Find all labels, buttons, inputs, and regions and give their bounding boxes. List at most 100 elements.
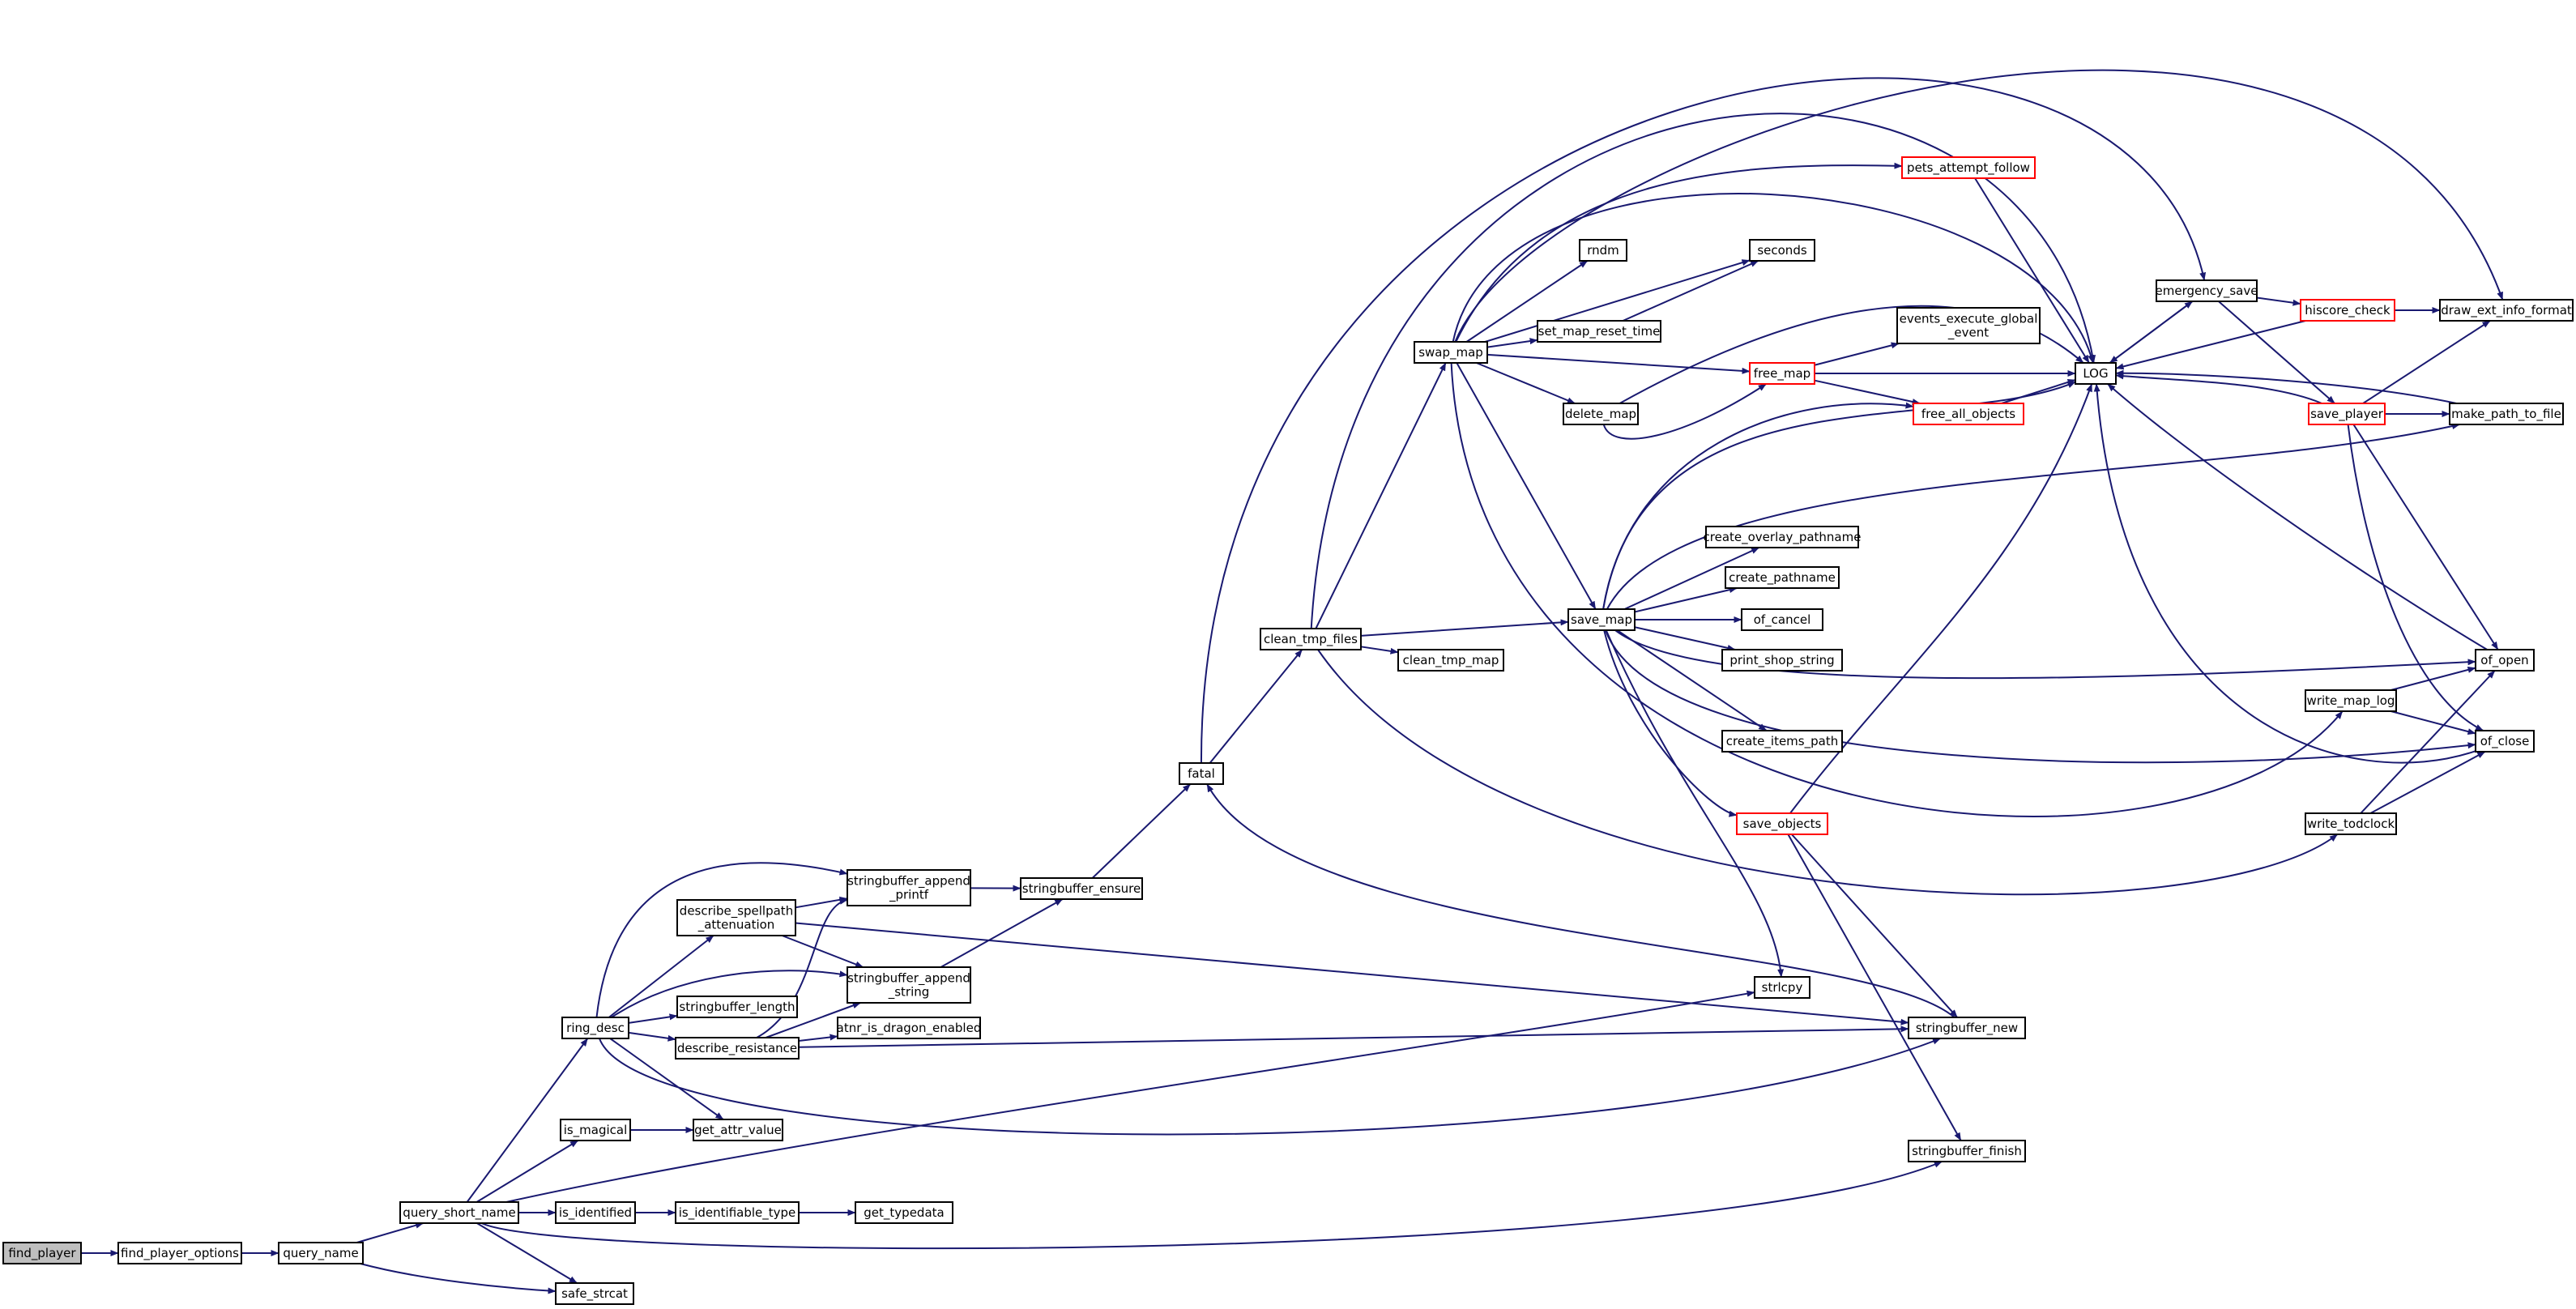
node-draw-ext-info-format[interactable]: draw_ext_info_format (2439, 299, 2574, 322)
node-save-map[interactable]: save_map (1567, 608, 1636, 631)
node-box (2439, 299, 2574, 322)
call-edge (2115, 369, 2457, 404)
node-clean-tmp-map[interactable]: clean_tmp_map (1397, 649, 1504, 672)
node-swap-map[interactable]: swap_map (1414, 341, 1488, 364)
node-box (2300, 299, 2395, 322)
node-label: stringbuffer_new (1916, 1021, 2018, 1036)
node-write-map-log[interactable]: write_map_log (2305, 689, 2397, 712)
node-make-path-to-file[interactable]: make_path_to_file (2449, 403, 2564, 425)
node-label: draw_ext_info_format (2441, 303, 2572, 318)
call-edge (1604, 629, 2476, 764)
call-edge (608, 935, 714, 1018)
node-box (1721, 649, 1843, 672)
node-is-identifiable-type[interactable]: is_identifiable_type (675, 1201, 800, 1224)
call-edge (2115, 320, 2306, 370)
node-pets-attempt-follow[interactable]: pets_attempt_follow (1901, 156, 2036, 179)
call-edge (611, 970, 848, 1018)
node-describe-resistance[interactable]: describe_resistance (675, 1037, 800, 1060)
node-label: rndm (1587, 243, 1619, 258)
node-label: create_pathname (1729, 570, 1836, 586)
node-box (2156, 279, 2258, 302)
node-box (1020, 877, 1143, 900)
call-edge (2362, 320, 2491, 404)
call-edge (1624, 547, 1760, 610)
node-box (1725, 566, 1840, 589)
node-print-shop-string[interactable]: print_shop_string (1721, 649, 1843, 672)
node-box (1736, 812, 1828, 835)
node-label: of_cancel (1754, 612, 1811, 628)
node-of-close[interactable]: of_close (2475, 730, 2535, 753)
call-edge (1602, 381, 2076, 610)
call-edge (1616, 629, 1768, 731)
call-edge (2109, 301, 2194, 364)
node-write-todclock[interactable]: write_todclock (2305, 812, 2397, 835)
node-stringbuffer-append-string[interactable]: stringbuffer_append_string (847, 966, 971, 1004)
node-is-magical[interactable]: is_magical (560, 1119, 631, 1141)
node-seconds[interactable]: seconds (1749, 239, 1815, 262)
node-set-map-reset-time[interactable]: set_map_reset_time (1537, 320, 1661, 343)
node-fatal[interactable]: fatal (1179, 762, 1224, 785)
node-label: query_short_name (403, 1205, 515, 1221)
call-edge (599, 1038, 1941, 1136)
node-layer: find_player find_player_options query_name… (2, 156, 2574, 1305)
call-edge (2352, 424, 2499, 650)
call-edge (1486, 353, 1751, 374)
node-label: save_objects (1743, 817, 1822, 832)
node-save-player[interactable]: save_player (2308, 403, 2386, 425)
call-edge (798, 1025, 1909, 1048)
call-edge (628, 1013, 678, 1024)
node-label: emergency_save (2156, 284, 2258, 299)
node-safe-strcat[interactable]: safe_strcat (555, 1282, 634, 1305)
node-events-execute-global-event[interactable]: events_execute_global_event (1896, 307, 2041, 344)
call-edge (1486, 338, 1538, 348)
call-edge (2115, 373, 2322, 404)
call-edge (1454, 69, 2504, 343)
node-box (399, 1201, 519, 1224)
node-find-player-options[interactable]: find_player_options (117, 1242, 242, 1264)
node-rndm[interactable]: rndm (1579, 239, 1627, 262)
node-stringbuffer-finish[interactable]: stringbuffer_finish (1908, 1140, 2026, 1162)
node-find-player[interactable]: find_player (2, 1242, 82, 1264)
edge-layer (81, 69, 2504, 1294)
node-describe-spellpath-attenuation[interactable]: describe_spellpath_attenuation (676, 899, 796, 936)
node-is-identified[interactable]: is_identified (555, 1201, 636, 1224)
node-stringbuffer-append-printf[interactable]: stringbuffer_append_printf (847, 869, 971, 906)
node-stringbuffer-length[interactable]: stringbuffer_length (676, 996, 798, 1018)
node-free-all-objects[interactable]: free_all_objects (1913, 403, 2024, 425)
node-free-map[interactable]: free_map (1749, 362, 1815, 385)
call-edge (2093, 383, 2476, 764)
node-get-typedata[interactable]: get_typedata (855, 1201, 953, 1224)
node-label: is_identifiable_type (679, 1205, 796, 1221)
node-label: stringbuffer_finish (1912, 1144, 2022, 1159)
node-delete-map[interactable]: delete_map (1563, 403, 1639, 425)
node-get-attr-value[interactable]: get_attr_value (693, 1119, 783, 1141)
node-label: delete_map (1565, 407, 1636, 422)
node-stringbuffer-new[interactable]: stringbuffer_new (1908, 1017, 2026, 1039)
call-edge (1814, 342, 1900, 366)
call-edge (2360, 670, 2496, 814)
node-label: find_player_options (121, 1246, 239, 1261)
node-strlcpy[interactable]: strlcpy (1754, 976, 1810, 999)
node-LOG[interactable]: LOG (2075, 362, 2117, 385)
call-edge (1974, 177, 2090, 364)
node-hiscore-check[interactable]: hiscore_check (2300, 299, 2395, 322)
node-query-name[interactable]: query_name (278, 1242, 364, 1264)
node-create-items-path[interactable]: create_items_path (1721, 730, 1843, 753)
node-box (2475, 649, 2535, 672)
node-stringbuffer-ensure[interactable]: stringbuffer_ensure (1020, 877, 1143, 900)
node-of-cancel[interactable]: of_cancel (1741, 608, 1823, 631)
node-label: create_items_path (1726, 734, 1838, 749)
node-save-objects[interactable]: save_objects (1736, 812, 1828, 835)
node-clean-tmp-files[interactable]: clean_tmp_files (1260, 628, 1362, 650)
node-query-short-name[interactable]: query_short_name (399, 1201, 519, 1224)
node-create-overlay-pathname[interactable]: create_overlay_pathname (1704, 526, 1862, 548)
node-label: of_close (2480, 734, 2530, 749)
node-create-pathname[interactable]: create_pathname (1725, 566, 1840, 589)
node-of-open[interactable]: of_open (2475, 649, 2535, 672)
call-edge (1450, 362, 2344, 818)
call-edge (1622, 260, 1759, 322)
node-box (1908, 1140, 2026, 1162)
node-atnr-is-dragon-enabled[interactable]: atnr_is_dragon_enabled (837, 1017, 982, 1039)
node-emergency-save[interactable]: emergency_save (2156, 279, 2258, 302)
node-ring-desc[interactable]: ring_desc (561, 1017, 629, 1039)
